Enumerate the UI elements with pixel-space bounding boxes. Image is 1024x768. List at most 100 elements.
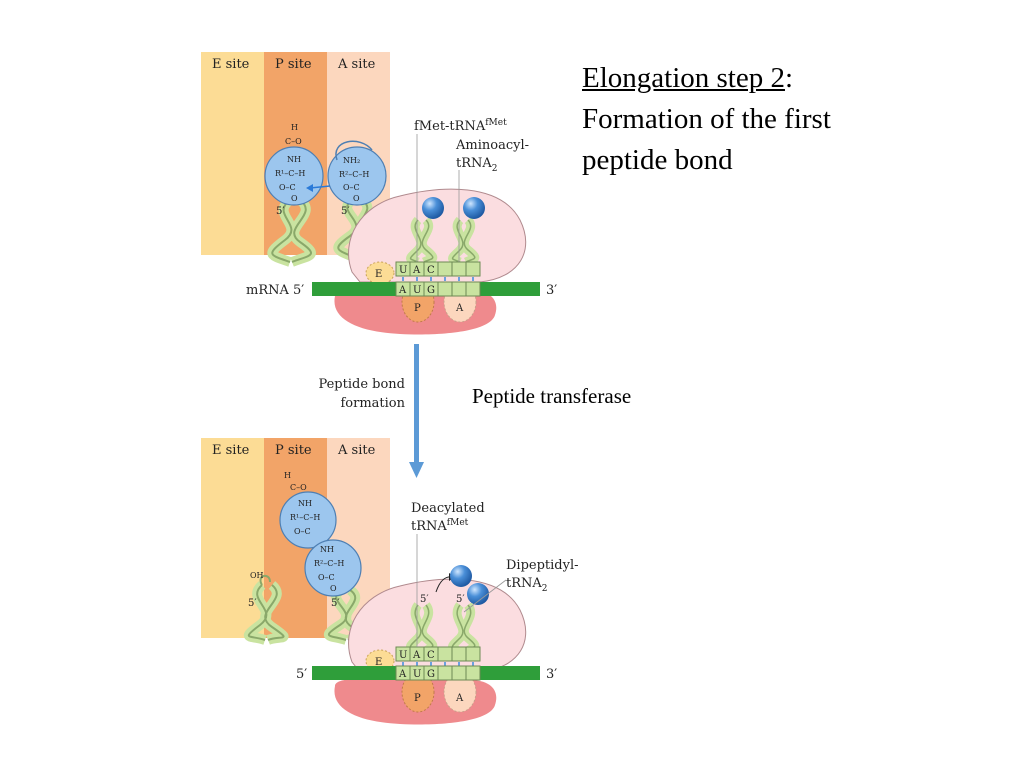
amino-acid-2-ball-bottom [467,583,489,605]
a-site-label-bottom: A site [337,443,376,458]
svg-text:A: A [398,669,407,680]
svg-text:U: U [413,285,421,296]
base-pair-ticks [402,277,474,281]
trna-p-5prime: 5′ [276,206,285,217]
chem-p-structure: H C–O NH R¹–C–H O–C O [275,123,305,203]
fmet-ball [422,197,444,219]
e-site-band [201,52,264,255]
svg-text:O: O [291,194,298,203]
fmet-residue-circle [279,491,337,549]
e-site-band-bottom [201,438,264,638]
ribosome-a-label-bottom: A [455,693,464,704]
mrna-5prime-label: mRNA 5′ [246,283,304,298]
ribosome-p-label: P [414,303,421,314]
fmet-ball-transferred [450,565,472,587]
svg-text:O–C: O–C [294,527,311,536]
svg-text:O–C: O–C [318,573,335,582]
deacylated-label-line1: Deacylated [411,501,485,516]
deacylated-label-line2: tRNAfMet [411,518,469,534]
e-site-label-bottom: E site [212,443,250,458]
svg-text:U: U [399,265,407,276]
p-site-label: P site [275,57,312,72]
svg-text:NH: NH [320,545,334,554]
title-line-1: Elongation step 2 [582,62,785,94]
fmet-amino-circle [264,146,324,206]
trna-p-5prime-bottom: 5′ [420,594,429,605]
title-line-2: Formation of the first [582,103,831,135]
dipeptidyl-pointer [463,579,507,613]
mrna-5prime-label-bottom: 5′ [296,667,307,682]
trna-a-5prime: 5′ [341,206,350,217]
chem-a-structure: NH₂ R²–C–H O–C O [339,156,369,203]
svg-text:O: O [330,584,337,593]
anticodon-row-bottom: U A C [395,646,481,662]
a-site-label: A site [337,57,376,72]
svg-text:A: A [412,265,421,276]
svg-text:C: C [427,650,435,661]
ribosome-trna-stems [406,216,480,267]
slide-title: Elongation step 2: Formation of the firs… [582,58,1002,181]
trna-p-stem [267,196,317,267]
arrow-label-line1: Peptide bond [318,377,405,392]
svg-text:C–O: C–O [285,137,302,146]
p-site-label-bottom: P site [275,443,312,458]
oh-label: OH [250,571,264,580]
trna2-label-line2: tRNA2 [456,156,498,174]
enzyme-label: Peptide transferase [472,384,632,408]
svg-text:NH₂: NH₂ [343,156,360,165]
title-line-3: peptide bond [582,144,733,176]
svg-text:O: O [353,194,360,203]
arrow-label-line2: formation [340,396,405,411]
second-residue-circle [304,539,362,597]
svg-text:C: C [427,265,435,276]
svg-text:H: H [291,123,298,132]
bottom-panel: E site P site A site OH 5′ 5′ H C–O NH R [201,438,579,725]
title-colon: : [784,62,794,94]
codon-row: A U G [395,281,481,297]
svg-text:A: A [398,285,407,296]
trna1-label: fMet-tRNAfMet [414,118,507,134]
top-panel: E site P site A site H C–O NH R¹–C–H O–C [201,52,557,335]
ribosome-p-label-bottom: P [414,693,421,704]
svg-text:NH: NH [287,155,301,164]
aminoacyl-circle [327,146,387,206]
mrna-3prime-label: 3′ [546,283,557,298]
svg-text:U: U [399,650,407,661]
svg-text:R²–C–H: R²–C–H [339,170,369,179]
svg-text:H: H [284,471,291,480]
svg-text:U: U [413,669,421,680]
mrna-3prime-label-bottom: 3′ [546,667,557,682]
dipeptidyl-label-line2: tRNA2 [506,576,548,594]
process-arrow: Peptide bond formation [318,344,424,478]
codon-row-bottom: A U G [395,665,481,681]
svg-text:O–C: O–C [279,183,296,192]
trna-a-5prime-ribosome: 5′ [456,594,465,605]
a-site-loop [335,140,373,161]
chem-2-structure: NH R²–C–H O–C O [314,545,344,593]
svg-text:G: G [427,285,435,296]
nucleophilic-attack-arrow [309,185,331,189]
trna-a-5prime-bottom: 5′ [331,598,340,609]
svg-text:R²–C–H: R²–C–H [314,559,344,568]
chem-1-structure: H C–O NH R¹–C–H O–C [284,471,320,536]
e-site-label: E site [212,57,250,72]
amino-acid-2-ball [463,197,485,219]
svg-text:A: A [412,650,421,661]
svg-text:G: G [427,669,435,680]
ribosome-e-label-bottom: E [375,657,382,668]
deacylated-trna-stem [243,574,289,645]
svg-text:C–O: C–O [290,483,307,492]
svg-text:NH: NH [298,499,312,508]
ribosome-e-label: E [375,269,382,280]
trna2-label-line1: Aminoacyl- [455,138,529,153]
svg-text:R¹–C–H: R¹–C–H [290,513,320,522]
ribosome-a-label: A [455,303,464,314]
svg-text:R¹–C–H: R¹–C–H [275,169,305,178]
anticodon-row: U A C [395,261,481,277]
ribosome-e-site [365,261,395,285]
dipeptidyl-label-line1: Dipeptidyl- [506,558,579,573]
base-pair-ticks-bottom [402,662,474,666]
svg-text:O–C: O–C [343,183,360,192]
trna-e-5prime: 5′ [248,598,257,609]
